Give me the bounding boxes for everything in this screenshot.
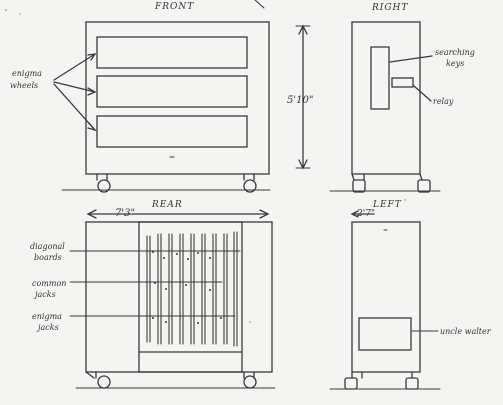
jack-dots: [152, 251, 222, 324]
relay-callout: relay: [413, 85, 454, 106]
rear-title: REAR: [151, 200, 183, 210]
left-view: LEFT 2'7": [329, 200, 441, 390]
rear-view: REAR 7'3": [75, 200, 276, 389]
diagonal-boards-label-1: diagonal: [30, 242, 65, 251]
left-caster-left: [344, 377, 358, 390]
enigma-wheel-row-3: [96, 115, 248, 148]
front-caster-left: [97, 179, 111, 193]
left-caster-right: [405, 377, 419, 390]
rear-door-frame: [138, 221, 243, 373]
rear-caster-right: [243, 375, 257, 389]
common-jacks-label-1: common: [32, 279, 66, 288]
left-cabinet: [351, 221, 421, 373]
right-cabinet: [351, 21, 421, 175]
enigma-wheels-label-1: enigma: [12, 69, 42, 78]
front-caster-right: [243, 179, 257, 193]
uncle-walter-label: uncle walter: [440, 327, 492, 336]
searching-keys-label-2: keys: [446, 59, 464, 68]
height-dimension: [295, 24, 311, 170]
height-label: 5'10": [287, 95, 313, 106]
enigma-wheels-callout: enigma wheels: [10, 53, 97, 132]
relay-label: relay: [433, 97, 454, 106]
scan-specks: [5, 9, 406, 323]
enigma-wheel-row-1: [96, 36, 248, 69]
rear-cabinet: [85, 221, 273, 373]
width-dimension: [86, 209, 270, 219]
searching-keys-label-1: searching: [435, 48, 475, 57]
depth-dimension: [350, 210, 375, 218]
common-jacks-callout: common jacks: [32, 279, 223, 299]
right-caster-left: [352, 179, 366, 193]
right-caster-right: [417, 179, 431, 193]
enigma-wheels-label-2: wheels: [10, 81, 38, 90]
depth-label: 2'7": [356, 209, 375, 219]
uncle-walter-panel: [358, 317, 412, 351]
rear-caster-left: [97, 375, 111, 389]
front-cabinet: [85, 21, 270, 175]
left-title: LEFT: [372, 200, 402, 210]
relay-box: [391, 77, 414, 88]
diagonal-boards: [146, 231, 238, 347]
common-jacks-label-2: jacks: [33, 290, 56, 299]
enigma-wheel-row-2: [96, 75, 248, 108]
width-label: 7'3": [115, 208, 135, 219]
right-view: RIGHT: [329, 3, 441, 193]
enigma-jacks-callout: enigma jacks: [32, 312, 236, 332]
diagonal-boards-label-2: boards: [34, 253, 62, 262]
enigma-jacks-label-2: jacks: [36, 323, 59, 332]
searching-keys-callout: searching keys: [389, 48, 475, 68]
front-view: FRONT 5'10": [61, 0, 313, 193]
enigma-jacks-label-1: enigma: [32, 312, 62, 321]
uncle-walter-callout: uncle walter: [411, 327, 492, 336]
searching-keys-panel: [370, 46, 390, 110]
diagonal-boards-callout: diagonal boards: [30, 242, 241, 262]
front-title: FRONT: [154, 2, 194, 12]
right-title: RIGHT: [371, 3, 408, 13]
